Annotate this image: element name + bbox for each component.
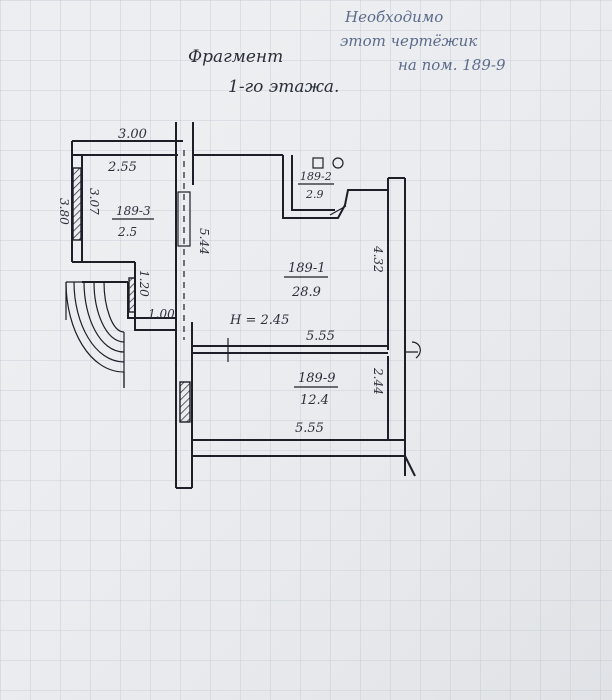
left-window: [72, 167, 82, 241]
plan-title: Фрагмент: [188, 47, 283, 67]
dim-left-outer: 3.80: [57, 198, 71, 225]
bathroom-walls: [282, 155, 388, 219]
svg-text:12.4: 12.4: [300, 393, 329, 408]
lower-window: [179, 381, 191, 423]
dim-lower-right: 2.44: [371, 367, 385, 395]
dim-partition-vertical: 5.44: [197, 228, 211, 255]
staircase: [65, 281, 125, 388]
svg-text:28.9: 28.9: [291, 285, 321, 300]
dim-main-right: 4.32: [371, 245, 385, 273]
header-line-2: этот чертёжик: [340, 32, 477, 50]
dim-top-outer: 3.00: [118, 127, 147, 142]
room-label-lower: 189-9 12.4: [294, 371, 338, 408]
partition-door: [177, 191, 191, 247]
dim-corridor-width: 1.00: [148, 307, 175, 321]
outer-walls: [65, 122, 421, 489]
room-label-left: 189-3 2.5: [112, 204, 154, 239]
svg-text:189-2: 189-2: [300, 170, 332, 183]
dim-lower-bottom: 5.55: [295, 421, 324, 436]
room-label-bathroom: 189-2 2.9: [298, 170, 334, 201]
ceiling-height: H = 2.45: [229, 313, 289, 328]
svg-text:189-3: 189-3: [116, 204, 151, 218]
svg-text:2.5: 2.5: [117, 225, 137, 239]
dim-main-bottom: 5.55: [306, 329, 335, 344]
header-line-3: на пом. 189-9: [398, 56, 506, 74]
header-line-1: Необходимо: [344, 8, 443, 26]
plan-subtitle: 1-го этажа.: [228, 77, 339, 97]
dim-top-inner: 2.55: [107, 160, 137, 175]
corridor-window: [128, 277, 136, 313]
dim-corridor-height: 1.20: [137, 270, 151, 297]
dim-left-inner: 3.07: [87, 188, 101, 215]
room-label-main: 189-1 28.9: [284, 261, 328, 300]
svg-text:189-9: 189-9: [298, 371, 335, 386]
svg-text:2.9: 2.9: [305, 188, 324, 201]
svg-text:189-1: 189-1: [288, 261, 325, 276]
